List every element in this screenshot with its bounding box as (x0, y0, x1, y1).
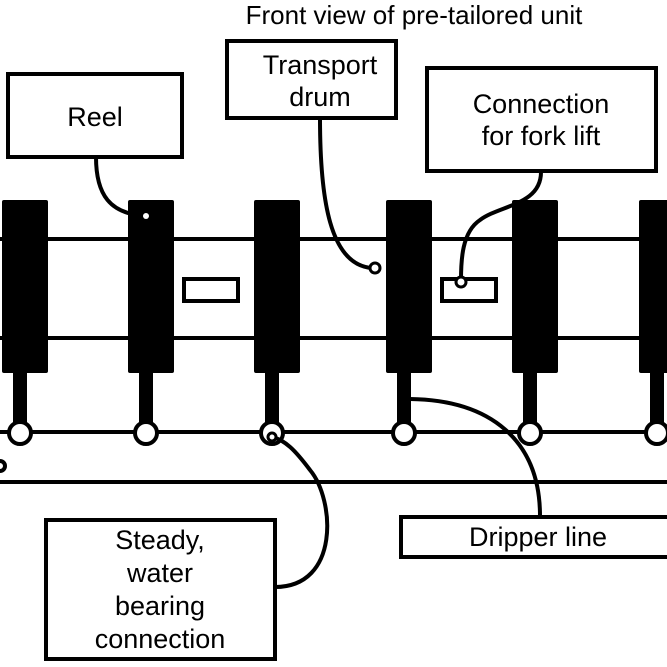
wheel (517, 420, 543, 446)
reel-marker (143, 213, 149, 219)
fork-lift-marker (454, 275, 468, 289)
reel (128, 200, 174, 373)
label-dripper-line: Dripper line (399, 515, 667, 559)
transport-drum-leader (318, 117, 373, 270)
svg-text:connection: connection (95, 624, 226, 654)
reel-stem (650, 372, 664, 424)
fork-lift-slot (182, 277, 240, 303)
svg-text:Reel: Reel (67, 102, 123, 132)
reel (512, 200, 558, 373)
diagram-title: Front view of pre-tailored unit (246, 0, 583, 30)
wheel (133, 420, 159, 446)
reel-stem (139, 372, 153, 424)
reel-stem (523, 372, 537, 424)
svg-text:drum: drum (289, 82, 351, 112)
fork-lift-slot (440, 277, 498, 303)
svg-text:for fork lift: for fork lift (482, 121, 601, 151)
label-reel: Reel (6, 72, 184, 159)
reels (2, 200, 667, 446)
transport-drum-marker (368, 261, 382, 275)
label-steady-connection: Steady, water bearing connection (44, 518, 277, 661)
wheel (391, 420, 417, 446)
svg-text:Steady,: Steady, (115, 525, 205, 555)
reel (386, 200, 432, 373)
wheel (7, 420, 33, 446)
reel-stem (265, 372, 279, 424)
wheel-partial (0, 459, 7, 473)
reel-stem (397, 372, 411, 424)
steady-marker (266, 431, 278, 443)
reel-stem (13, 372, 27, 424)
svg-text:water: water (126, 558, 193, 588)
svg-text:Dripper line: Dripper line (469, 522, 607, 552)
fork-lift-leader (459, 171, 543, 281)
wheel (644, 420, 667, 446)
dripper-leader (409, 397, 542, 517)
reel (639, 200, 667, 373)
svg-text:bearing: bearing (115, 591, 205, 621)
frame-lines (0, 237, 667, 484)
label-transport-drum: Transport drum (225, 39, 398, 120)
reel-leader (94, 156, 147, 218)
label-fork-lift: Connection for fork lift (425, 66, 658, 173)
svg-text:Transport: Transport (263, 50, 378, 80)
svg-text:Connection: Connection (473, 89, 610, 119)
reel (2, 200, 48, 373)
reel (254, 200, 300, 373)
steady-leader (271, 435, 330, 589)
